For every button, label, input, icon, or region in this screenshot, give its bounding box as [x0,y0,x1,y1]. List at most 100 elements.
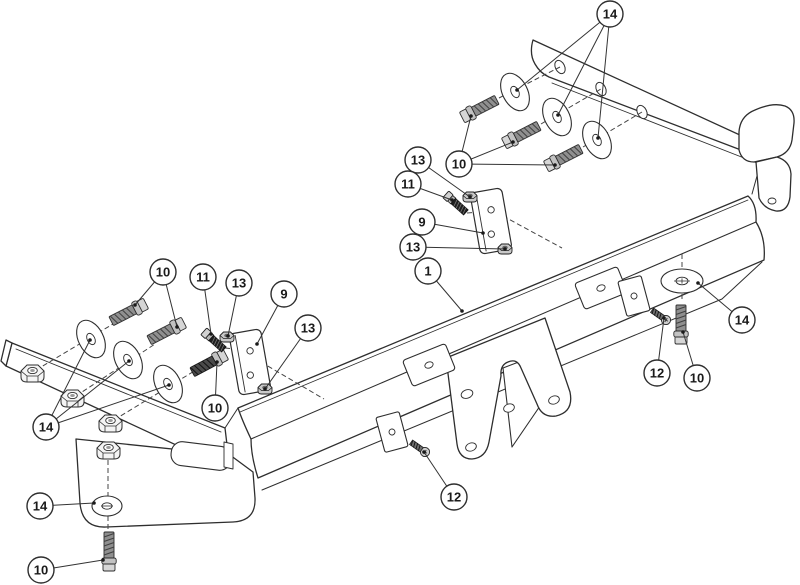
callout-balloon-10: 10 [149,258,177,286]
bolt-10 [458,92,501,125]
leader-line [45,360,130,428]
leader-line [45,384,170,428]
callout-balloon-11: 11 [189,263,217,291]
leader-dot [511,140,515,144]
callout-number: 14 [39,420,54,435]
callout-balloon-10: 10 [201,394,229,422]
screw-12 [648,305,673,327]
bolt-10 [188,347,230,380]
callout-balloon-12: 12 [643,359,671,387]
leader-dot [556,113,560,117]
leader-dot [662,316,666,320]
bolt-10 [500,118,543,151]
leader-dot [101,558,105,562]
callout-balloon-14: 14 [728,306,756,334]
callout-number: 13 [301,321,315,336]
bolt-10 [107,296,150,329]
side-pad [375,410,409,454]
callout-balloon-13: 13 [404,146,432,174]
washer-14 [91,495,123,517]
callout-number: 9 [418,215,425,230]
v-bracket [445,317,572,460]
leader-dot [167,383,171,387]
callout-number: 14 [33,499,48,514]
leader-line [597,13,611,139]
leader-dot [209,332,213,336]
callout-number: 12 [650,366,664,381]
bolt-10 [145,315,188,348]
bolt-10 [542,141,585,174]
hex-nut [98,414,123,433]
callout-number: 10 [34,563,48,578]
callout-balloon-10: 10 [683,364,711,392]
callout-balloon-14: 14 [32,413,60,441]
leader-dot [515,88,519,92]
leader-dot [460,309,464,313]
right-hook-bracket [738,104,795,212]
washer-14 [576,115,618,165]
hex-nut [20,364,45,383]
leader-dot [127,359,131,363]
callout-number: 10 [690,371,704,386]
screw-12 [407,437,432,459]
leader-dot [696,281,700,285]
leader-dot [255,342,259,346]
callout-number: 10 [208,401,222,416]
callout-balloon-13: 13 [399,233,427,261]
leader-dot [469,114,473,118]
callout-number: 9 [280,287,287,302]
leader-dot [553,163,557,167]
leader-dot [481,231,485,235]
leader-dot [263,387,267,391]
leader-line [557,13,611,116]
callout-number: 10 [452,157,466,172]
callout-number: 13 [406,240,420,255]
callout-number: 13 [411,153,425,168]
leader-dot [88,338,92,342]
callout-number: 13 [232,276,246,291]
leader-dot [422,450,426,454]
leader-dot [450,198,454,202]
leader-dot [175,325,179,329]
callout-number: 1 [424,264,431,279]
washer-14 [494,67,536,117]
callout-balloon-12: 12 [440,483,468,511]
callout-balloon-13: 13 [225,269,253,297]
hex-nut [60,389,85,408]
washer-14 [536,92,578,142]
callout-balloon-9: 9 [408,208,436,236]
callout-balloons: 14 10 13 11 9 13 1 10 11 13 9 13 14 10 14 10 12 12 10 14 [26,0,756,584]
callout-balloon-1: 1 [414,257,442,285]
leader-line [412,246,506,250]
leader-line [45,339,91,428]
callout-balloon-13: 13 [294,314,322,342]
bolt-10 [673,304,689,345]
callout-balloon-10: 10 [27,556,55,584]
callout-number: 10 [156,265,170,280]
callout-number: 11 [401,177,415,192]
callout-number: 11 [196,270,210,285]
callout-balloon-14: 14 [596,0,624,28]
callout-balloon-10: 10 [445,150,473,178]
leader-dot [468,195,472,199]
leader-line [458,163,556,166]
callout-balloon-9: 9 [270,280,298,308]
callout-number: 14 [735,313,750,328]
bolt-10 [101,531,117,572]
washer-14 [660,268,704,294]
callout-number: 12 [447,490,461,505]
left-nose-plate [0,339,239,471]
leader-dot [92,501,96,505]
callout-leader-lines [39,13,743,571]
leader-dot [226,334,230,338]
leader-dot [215,360,219,364]
callout-number: 14 [603,7,618,22]
hex-nut [96,441,121,460]
main-frame-weldment [0,39,795,528]
leader-dot [681,330,685,334]
leader-dot [503,247,507,251]
leader-dot [596,136,600,140]
callout-balloon-11: 11 [394,170,422,198]
